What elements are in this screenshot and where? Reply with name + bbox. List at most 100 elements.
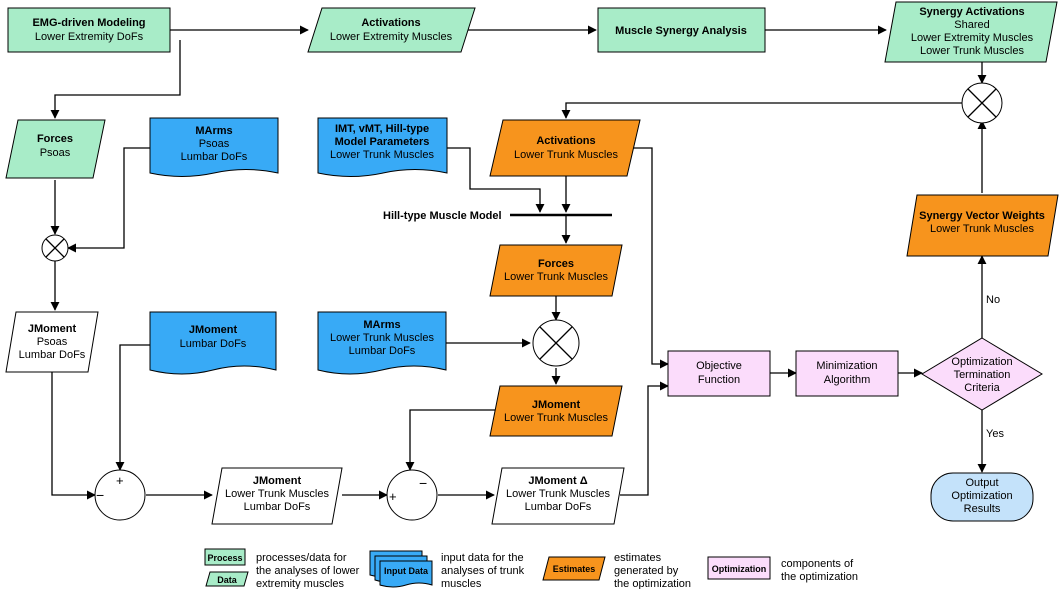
legend-input-desc-2: analyses of trunk [441, 565, 525, 577]
sum-junction-left: + − [94, 469, 146, 521]
opt-term-line1: Optimization [951, 356, 1012, 368]
output-line3: Results [964, 503, 1001, 515]
jm-lumbar-subtitle: Lumbar DoFs [180, 338, 247, 350]
jm-delta-line1: Lower Trunk Muscles [506, 488, 610, 500]
legend-input-desc-3: muscles [441, 578, 482, 589]
syn-act-title: Synergy Activations [919, 6, 1024, 18]
synergy-vector-weights-estimate: Synergy Vector Weights Lower Trunk Muscl… [906, 194, 1059, 257]
sum-right-plus: + [389, 489, 397, 504]
jm-lt-line1: Lower Trunk Muscles [225, 488, 329, 500]
forces-psoas-title: Forces [37, 133, 73, 145]
legend-green-desc-3: extremity muscles [256, 578, 345, 589]
objective-line2: Function [698, 374, 740, 386]
jm-lt-est-subtitle: Lower Trunk Muscles [504, 412, 608, 424]
jm-lt-line2: Lumbar DoFs [244, 501, 311, 513]
legend-optimization-desc-1: components of [781, 558, 854, 570]
syn-act-line2: Lower Extremity Muscles [911, 32, 1034, 44]
sum-left-minus: − [96, 487, 104, 503]
legend-estimates-label: Estimates [553, 564, 596, 574]
legend-estimates-desc-3: the optimization [614, 578, 691, 589]
legend-input-data: Input Data [369, 550, 433, 588]
minimization-line1: Minimization [816, 360, 877, 372]
forces-psoas-data: Forces Psoas [5, 119, 106, 179]
legend-optimization-desc-2: the optimization [781, 571, 858, 583]
marms-lt-line1: Lower Trunk Muscles [330, 332, 434, 344]
activations-lower-extremity-data: Activations Lower Extremity Muscles [307, 7, 476, 53]
legend-green-desc-1: processes/data for [256, 552, 347, 564]
legend-input-desc-1: input data for the [441, 552, 524, 564]
syn-vw-title: Synergy Vector Weights [919, 210, 1045, 222]
synergy-activations-data: Synergy Activations Shared Lower Extremi… [884, 1, 1058, 63]
act-lt-subtitle: Lower Trunk Muscles [514, 149, 618, 161]
legend-data-label: Data [217, 575, 238, 585]
hill-type-muscle-model-label: Hill-type Muscle Model [383, 210, 502, 222]
legend-data: Data [205, 571, 249, 587]
jmoment-psoas-data: JMoment Psoas Lumbar DoFs [5, 311, 99, 373]
act-le-subtitle: Lower Extremity Muscles [330, 31, 453, 43]
connectors [50, 25, 987, 500]
multiply-junction-psoas [41, 234, 69, 262]
objective-line1: Objective [696, 360, 742, 372]
minimization-algorithm-optimization: Minimization Algorithm [795, 350, 899, 397]
legend-input-label: Input Data [384, 566, 429, 576]
syn-act-line1: Shared [954, 19, 989, 31]
jm-lt-est-title: JMoment [532, 399, 581, 411]
optimization-termination-criteria-decision: Optimization Termination Criteria [921, 337, 1043, 411]
sum-junction-right: + − [386, 469, 438, 521]
marms-lt-title: MArms [363, 319, 400, 331]
imt-vmt-hill-parameters-input: IMT, vMT, Hill-type Model Parameters Low… [317, 117, 448, 177]
jm-lumbar-title: JMoment [189, 324, 238, 336]
legend-optimization-label: Optimization [712, 564, 767, 574]
opt-term-line3: Criteria [964, 382, 1000, 394]
marms-psoas-line2: Lumbar DoFs [181, 151, 248, 163]
legend-green-desc-2: the analyses of lower [256, 565, 360, 577]
act-le-title: Activations [361, 17, 420, 29]
objective-function-optimization: Objective Function [667, 350, 771, 397]
jm-psoas-line1: Psoas [37, 336, 68, 348]
output-line2: Optimization [951, 490, 1012, 502]
jm-psoas-title: JMoment [28, 323, 77, 335]
imt-line2: Lower Trunk Muscles [330, 149, 434, 161]
jmoment-lumbar-input: JMoment Lumbar DoFs [149, 311, 277, 375]
imt-line1: Model Parameters [335, 136, 430, 148]
legend-optimization: Optimization [707, 556, 771, 580]
multiply-junction-trunk [532, 319, 580, 367]
legend-estimates-desc-2: generated by [614, 565, 679, 577]
legend-estimates-desc-1: estimates [614, 552, 662, 564]
emg-subtitle: Lower Extremity DoFs [35, 31, 144, 43]
jmoment-lower-trunk-lumbar-data: JMoment Lower Trunk Muscles Lumbar DoFs [211, 467, 343, 525]
no-label: No [986, 294, 1000, 306]
forces-psoas-subtitle: Psoas [40, 147, 71, 159]
legend: Process Data processes/data for the anal… [204, 548, 858, 589]
act-lt-title: Activations [536, 135, 595, 147]
forces-lt-subtitle: Lower Trunk Muscles [504, 271, 608, 283]
sum-left-plus: + [116, 473, 124, 488]
forces-lt-title: Forces [538, 258, 574, 270]
sum-right-minus: − [419, 475, 427, 491]
syn-act-line3: Lower Trunk Muscles [920, 45, 1024, 57]
minimization-line2: Algorithm [824, 374, 870, 386]
imt-title: IMT, vMT, Hill-type [335, 123, 429, 135]
marms-psoas-title: MArms [195, 125, 232, 137]
legend-estimates: Estimates [542, 556, 606, 581]
jmoment-delta-data: JMoment Δ Lower Trunk Muscles Lumbar DoF… [491, 467, 625, 525]
output-line1: Output [965, 477, 998, 489]
jm-lt-title: JMoment [253, 475, 302, 487]
marms-psoas-input: MArms Psoas Lumbar DoFs [149, 117, 279, 177]
emg-driven-modeling-process: EMG-driven Modeling Lower Extremity DoFs [7, 7, 171, 53]
emg-title: EMG-driven Modeling [32, 17, 145, 29]
jm-psoas-line2: Lumbar DoFs [19, 349, 86, 361]
jmoment-lower-trunk-estimate: JMoment Lower Trunk Muscles [489, 385, 623, 437]
syn-vw-subtitle: Lower Trunk Muscles [930, 223, 1034, 235]
jm-delta-title: JMoment Δ [528, 475, 587, 487]
muscle-synergy-analysis-process: Muscle Synergy Analysis [597, 7, 766, 53]
multiply-junction-synergy [961, 82, 1003, 124]
yes-label: Yes [986, 428, 1004, 440]
legend-process-label: Process [207, 553, 242, 563]
marms-psoas-line1: Psoas [199, 138, 230, 150]
marms-lower-trunk-input: MArms Lower Trunk Muscles Lumbar DoFs [317, 311, 447, 375]
output-optimization-results: Output Optimization Results [930, 472, 1034, 522]
forces-lower-trunk-estimate: Forces Lower Trunk Muscles [489, 244, 623, 297]
marms-lt-line2: Lumbar DoFs [349, 345, 416, 357]
